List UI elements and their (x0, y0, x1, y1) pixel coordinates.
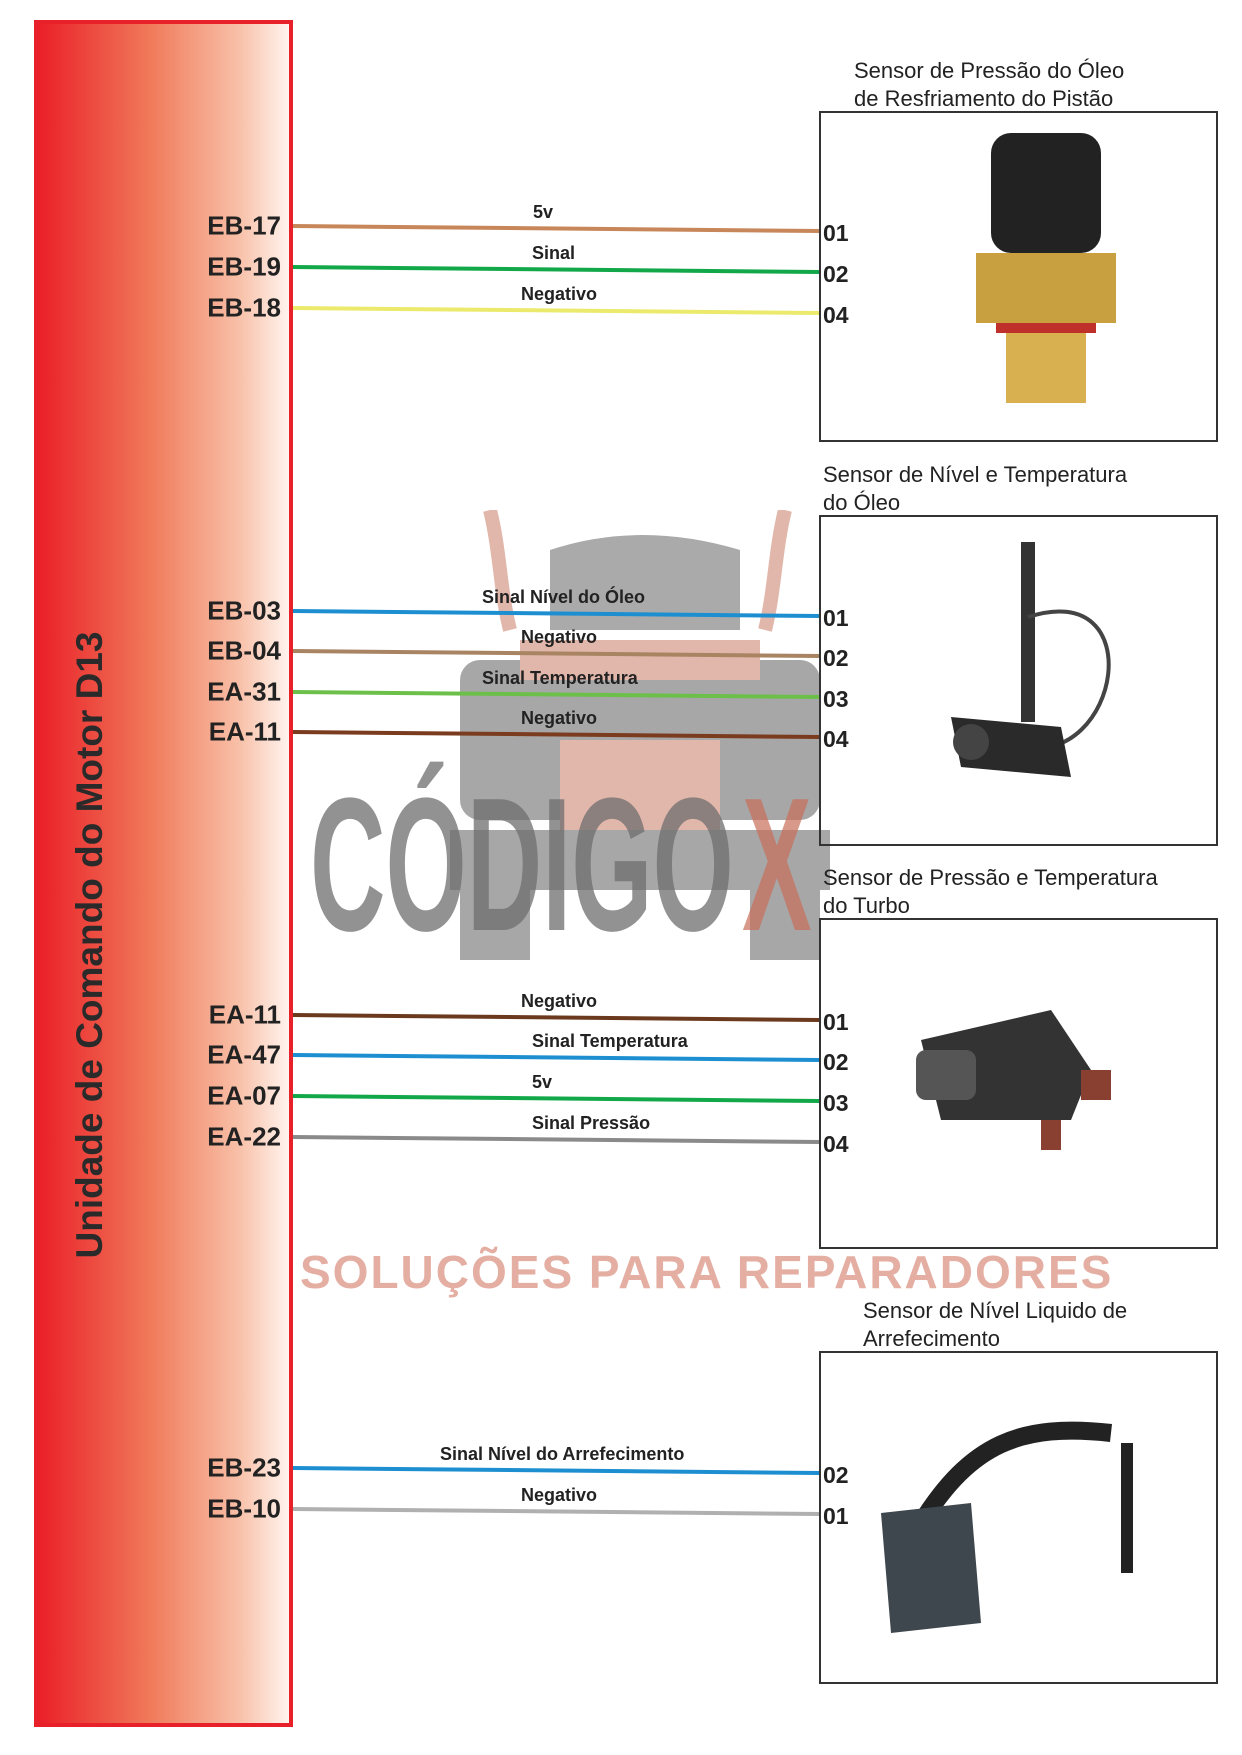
sensor-pin-label: 01 (823, 605, 849, 632)
ecu-pin-label: EB-17 (207, 210, 281, 241)
sensor-title-line: Sensor de Pressão do Óleo (854, 58, 1125, 83)
sensor-box (819, 515, 1218, 846)
sensor-pin-label: 01 (823, 220, 849, 247)
sensor-pin-label: 02 (823, 261, 849, 288)
wire-ea-07 (292, 1094, 821, 1103)
ecu-pin-label: EB-23 (207, 1452, 281, 1483)
ecu-pin-label: EA-11 (208, 999, 281, 1030)
sensor-box (819, 111, 1218, 442)
wire-ea-31 (292, 690, 821, 699)
sensor-box (819, 1351, 1218, 1684)
wire-eb-23 (292, 1466, 821, 1475)
sensor-pin-label: 03 (823, 686, 849, 713)
sensor-title-line: do Turbo (823, 893, 910, 918)
wire-label: 5v (532, 1072, 553, 1092)
wire-label: Negativo (521, 627, 598, 647)
ecu-pin-label: EA-07 (207, 1080, 281, 1111)
ecu-block (34, 20, 293, 1727)
truck-watermark-icon (450, 510, 830, 960)
sensor-title: Sensor de Pressão e Temperatura do Turbo (823, 864, 1158, 920)
sensor-pin-label: 04 (823, 726, 849, 753)
sensor-box (819, 918, 1218, 1249)
wire-label: Sinal Temperatura (532, 1031, 688, 1051)
sensor-title: Sensor de Nível Liquido de Arrefecimento (863, 1297, 1127, 1353)
wire-eb-17 (292, 224, 821, 233)
ecu-pin-label: EB-03 (207, 595, 281, 626)
wire-eb-18 (292, 306, 821, 315)
wire-eb-03 (292, 609, 821, 618)
sensor-pin-label: 01 (823, 1009, 849, 1036)
wire-eb-04 (292, 649, 821, 658)
sensor-pin-label: 04 (823, 302, 849, 329)
wire-ea-11 (292, 1013, 821, 1022)
sensor-title-line: Sensor de Pressão e Temperatura (823, 865, 1158, 890)
sensor-title: Sensor de Pressão do Óleo de Resfriamento… (854, 57, 1124, 113)
sensor-title: Sensor de Nível e Temperatura do Óleo (823, 461, 1127, 517)
ecu-pin-label: EB-18 (207, 292, 281, 323)
ecu-pin-label: EB-19 (207, 251, 281, 282)
sensor-title-line: Sensor de Nível Liquido de (863, 1298, 1128, 1323)
ecu-pin-label: EA-11 (208, 716, 281, 747)
wire-label: 5v (533, 202, 554, 222)
ecu-pin-label: EA-47 (207, 1039, 281, 1070)
sensor-title-line: de Resfriamento do Pistão (854, 86, 1114, 111)
wire-label: Negativo (521, 1485, 598, 1505)
sensor-title-line: Arrefecimento (863, 1326, 1000, 1351)
wire-eb-10 (292, 1507, 821, 1516)
wire-ea-11 (292, 730, 821, 739)
wire-label: Sinal (532, 243, 576, 263)
sensor-title-line: Sensor de Nível e Temperatura (823, 462, 1128, 487)
sensor-pin-label: 02 (823, 1462, 849, 1489)
pressure-sensor-icon (976, 133, 1116, 403)
wire-label: Sinal Pressão (532, 1113, 651, 1133)
wire-ea-22 (292, 1135, 821, 1144)
wire-eb-19 (292, 265, 821, 274)
sensor-pin-label: 04 (823, 1131, 849, 1158)
sensor-pin-label: 02 (823, 645, 849, 672)
wire-ea-47 (292, 1053, 821, 1062)
sensor-pin-label: 03 (823, 1090, 849, 1117)
turbo-map-sensor-icon (916, 1010, 1111, 1150)
wire-label: Sinal Nível do Arrefecimento (440, 1444, 685, 1464)
sensor-title-line: do Óleo (823, 490, 901, 515)
sensor-pin-label: 01 (823, 1503, 849, 1530)
wire-label: Negativo (521, 284, 598, 304)
wire-label: Sinal Temperatura (482, 668, 638, 688)
coolant-level-sensor-icon (881, 1421, 1133, 1633)
wire-label: Negativo (521, 991, 598, 1011)
ecu-pin-label: EB-04 (207, 635, 281, 666)
oil-level-sensor-icon (951, 542, 1111, 777)
ecu-pin-label: EA-22 (207, 1121, 281, 1152)
ecu-pin-label: EB-10 (207, 1493, 281, 1524)
wire-label: Sinal Nível do Óleo (482, 587, 646, 607)
ecu-pin-label: EA-31 (207, 676, 281, 707)
sensor-pin-label: 02 (823, 1049, 849, 1076)
wire-label: Negativo (521, 708, 598, 728)
